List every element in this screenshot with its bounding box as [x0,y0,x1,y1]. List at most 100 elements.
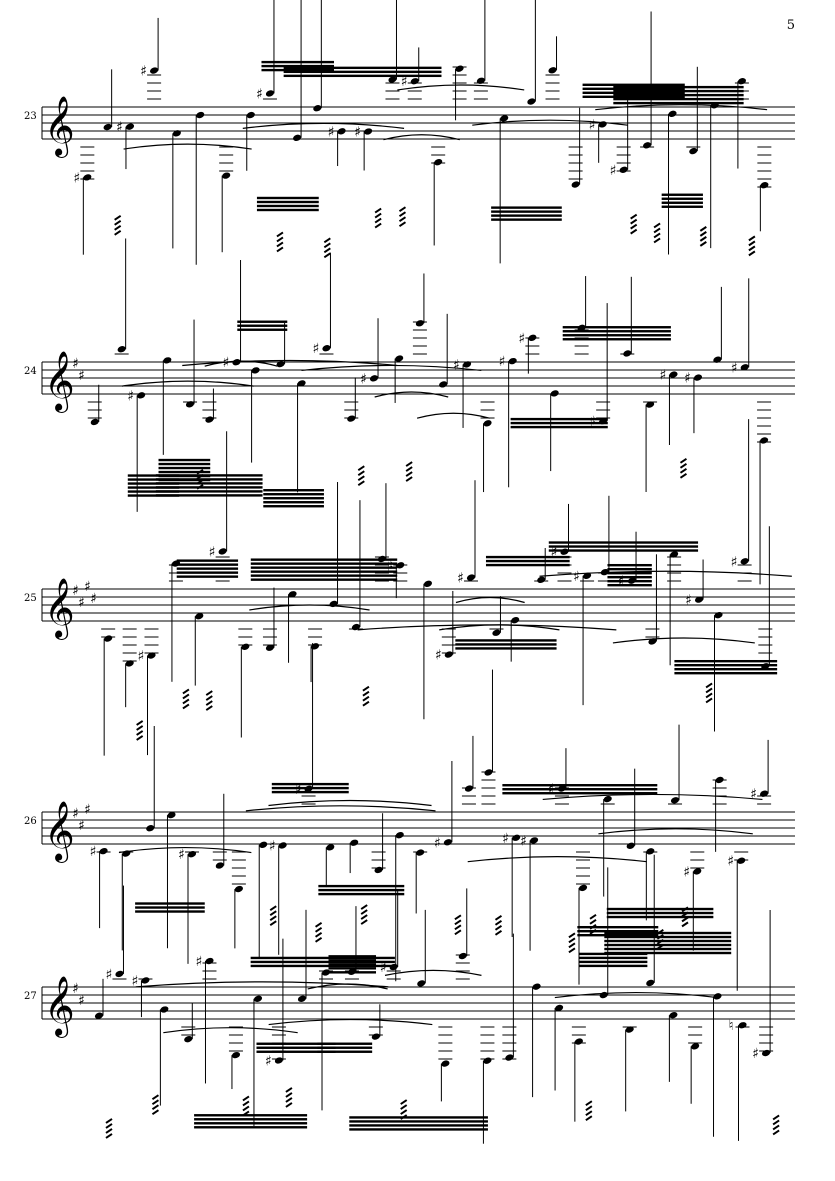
beam [613,89,744,93]
notehead [125,123,135,130]
beam [158,458,211,462]
tremolo-slash [494,915,503,921]
accidental: ♯ [209,544,216,560]
tremolo-slash [772,1114,780,1121]
tremolo-slash [357,475,365,482]
notehead [458,952,467,960]
tie [595,104,768,111]
key-signature-sharp: ♯ [78,818,85,834]
accidental: ♯ [727,854,734,870]
notehead [410,78,419,85]
accidental: ♯ [502,831,509,847]
tie [118,846,252,854]
notehead [395,355,404,362]
notehead [740,558,749,565]
accidental: ♯ [573,569,580,585]
notehead [599,991,608,999]
beam [237,320,288,323]
beam [607,563,652,567]
accidental: ♯ [685,593,692,609]
tie [397,84,525,91]
tie [439,624,560,631]
notehead [388,76,397,83]
tremolo-slash [182,688,190,695]
notehead [571,181,580,188]
accidental: ♯ [731,360,738,376]
beam [194,1114,308,1117]
tremolo-slash [630,218,638,225]
notehead [691,1043,700,1050]
notehead [125,660,134,667]
accidental: ♯ [360,371,367,387]
accidental: ♯ [401,74,408,90]
tremolo-slash [454,929,462,936]
tremolo-slash [585,1100,593,1107]
tremolo-slash [114,224,122,231]
tremolo-slash [568,932,576,939]
accidental: ♯ [105,967,112,983]
tremolo-slash [323,237,331,244]
beam [510,425,608,429]
tremolo-slash [151,1109,160,1115]
notehead [693,868,702,875]
notehead [231,1051,241,1059]
tremolo-slash [568,942,576,949]
tie [383,134,460,141]
notehead [532,983,541,990]
notehead [241,643,250,650]
beam [613,85,744,89]
tremolo-slash [105,1123,113,1129]
accidental: ♯ [131,973,138,989]
notehead [184,1035,193,1043]
notehead [369,375,379,382]
beam [510,417,608,421]
notehead [668,110,677,117]
key-signature-sharp: ♯ [72,583,79,599]
beam [548,545,699,548]
tremolo-slash [585,1115,593,1122]
measure-number: 24 [24,366,37,377]
measure-number: 27 [24,991,37,1002]
beam [261,60,334,64]
tie [416,412,490,419]
beam [263,505,324,508]
tremolo-slash [699,241,707,247]
tremolo-slash [285,1092,293,1098]
beam [562,330,671,333]
notehead [137,392,146,399]
tremolo-slash [705,687,713,694]
tremolo-slash [136,735,144,741]
notehead [760,182,769,189]
accidental: ♯ [435,648,442,664]
beam [579,960,648,964]
notehead [347,415,356,422]
notehead [689,147,698,155]
accidental: ♯ [684,371,691,387]
notehead [737,78,746,85]
accidental: ♯ [386,558,393,574]
tremolo-slash [398,216,407,223]
tremolo-slash [105,1128,113,1134]
beam [256,196,319,200]
tremolo-slash [362,685,370,692]
notehead [205,957,214,965]
notehead [603,795,612,803]
beam [263,489,324,492]
beam [485,563,570,567]
tie [245,805,436,812]
tie [242,122,405,129]
accidental: ♯ [195,954,202,970]
beam [502,792,658,795]
beam [135,910,205,913]
tremolo-slash [405,471,413,477]
beam [318,892,405,896]
tie [374,391,449,398]
beam [256,1042,336,1045]
tremolo-slash [314,921,323,928]
key-signature-sharp: ♯ [78,595,85,611]
tremolo-slash [151,1104,160,1110]
beam [582,91,685,95]
notehead [374,866,383,874]
tremolo-slash [653,227,661,234]
beam [485,555,570,559]
